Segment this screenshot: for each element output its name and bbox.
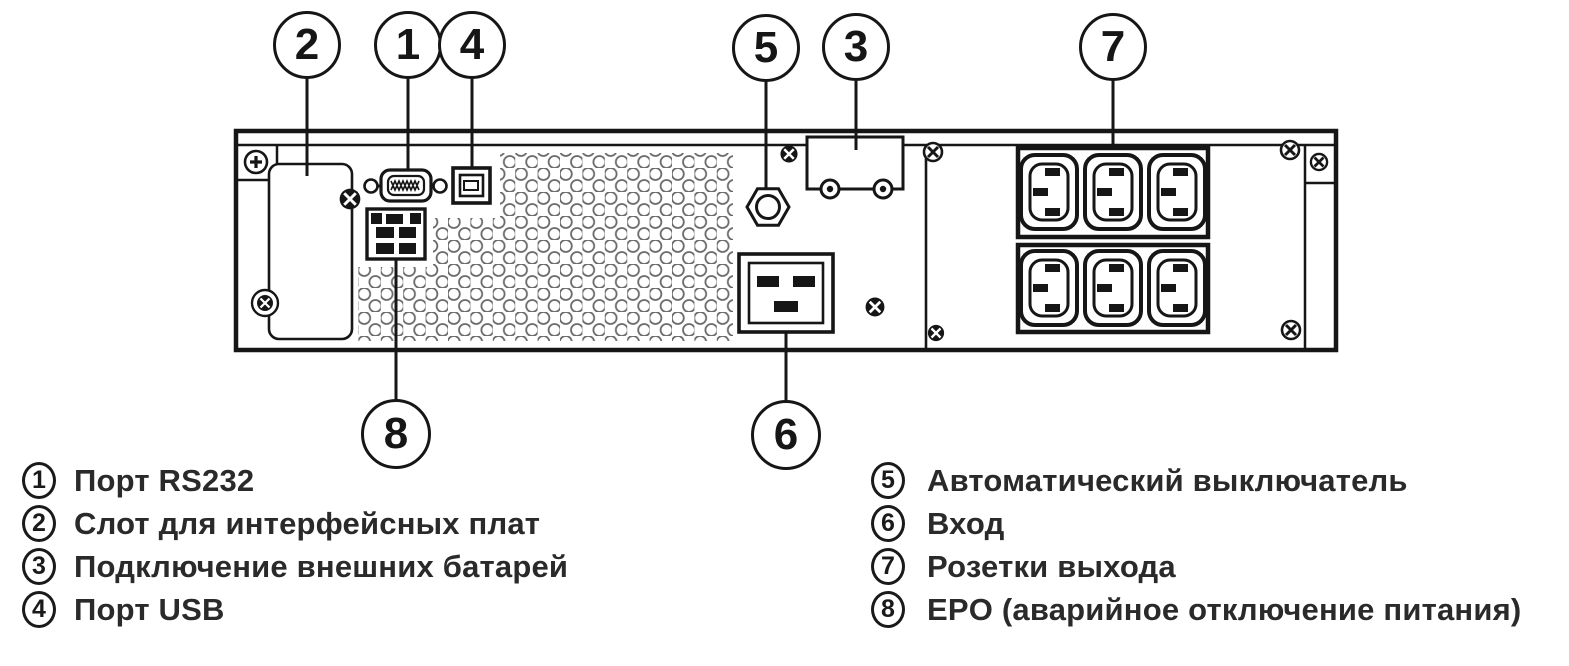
legend-label-4: Порт USB	[74, 591, 225, 627]
rs232-port	[363, 168, 448, 203]
legend-marker-8: 8	[871, 591, 905, 628]
battery-connector	[805, 135, 905, 200]
callout-4-number: 4	[459, 20, 485, 69]
legend-item-3: 3 Подключение внешних батарей	[22, 545, 568, 588]
circuit-breaker	[745, 187, 791, 227]
legend-marker-6: 6	[871, 505, 905, 542]
legend-marker-3: 3	[22, 548, 56, 585]
legend-item-4: 4 Порт USB	[22, 588, 568, 631]
epo-connector	[365, 207, 427, 261]
legend-item-1: 1 Порт RS232	[22, 459, 568, 502]
legend-marker-5: 5	[871, 462, 905, 499]
callout-8: 8	[361, 399, 431, 469]
callout-2: 2	[273, 11, 341, 79]
panel-screws	[243, 139, 1329, 343]
callout-4: 4	[438, 11, 506, 79]
legend-marker-4: 4	[22, 591, 56, 628]
callout-leader-lines	[305, 78, 1115, 402]
legend-label-8: EPO (аварийное отключение питания)	[927, 591, 1522, 627]
vent-holes	[358, 153, 733, 341]
callout-2-number: 2	[294, 20, 320, 69]
callout-1-number: 1	[395, 20, 421, 69]
callout-3: 3	[822, 13, 890, 81]
legend-item-8: 8 EPO (аварийное отключение питания)	[871, 588, 1521, 631]
output-outlets	[1015, 145, 1211, 335]
interface-card-slot	[267, 162, 354, 341]
legend-label-5: Автоматический выключатель	[927, 462, 1408, 498]
legend-item-7: 7 Розетки выхода	[871, 545, 1521, 588]
callout-6-number: 6	[773, 410, 799, 459]
callout-3-number: 3	[843, 22, 869, 71]
legend-label-6: Вход	[927, 505, 1005, 541]
callout-7-number: 7	[1100, 22, 1126, 71]
callout-5-number: 5	[753, 23, 779, 72]
callout-5: 5	[732, 14, 800, 82]
legend-marker-1: 1	[22, 462, 56, 499]
legend-label-2: Слот для интерфейсных плат	[74, 505, 541, 541]
input-inlet	[737, 252, 835, 334]
legend-item-2: 2 Слот для интерфейсных плат	[22, 502, 568, 545]
legend-label-3: Подключение внешних батарей	[74, 548, 569, 584]
legend-marker-2: 2	[22, 505, 56, 542]
legend-left-column: 1 Порт RS232 2 Слот для интерфейсных пла…	[22, 459, 568, 631]
ups-rear-panel-drawing	[233, 78, 1339, 402]
legend-label-1: Порт RS232	[74, 462, 255, 498]
legend-item-6: 6 Вход	[871, 502, 1521, 545]
callout-6: 6	[751, 400, 821, 470]
legend-item-5: 5 Автоматический выключатель	[871, 459, 1521, 502]
usb-port	[451, 166, 492, 205]
callout-1: 1	[374, 11, 442, 79]
legend-marker-7: 7	[871, 548, 905, 585]
legend-label-7: Розетки выхода	[927, 548, 1176, 584]
callout-7: 7	[1079, 13, 1147, 81]
legend-right-column: 5 Автоматический выключатель 6 Вход 7 Ро…	[871, 459, 1521, 631]
callout-8-number: 8	[383, 409, 409, 458]
